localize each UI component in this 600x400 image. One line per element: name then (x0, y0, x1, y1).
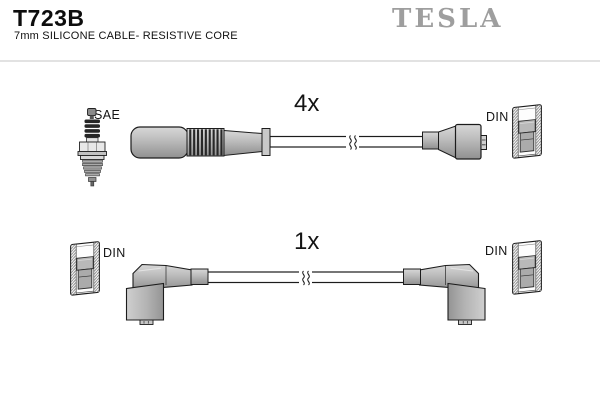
din-terminal-label-top-right: DIN (486, 110, 509, 124)
header-divider (0, 60, 600, 62)
plug-boot-connector-icon (130, 126, 271, 159)
din-connector-cutaway-icon (512, 104, 542, 159)
tesla-logo: TESLA (392, 4, 504, 34)
sae-terminal-label: SAE (94, 108, 121, 122)
din-terminal-label-bottom-left: DIN (103, 246, 126, 260)
cable-line-4x (269, 134, 426, 150)
cable-line-1x (206, 269, 405, 286)
bottom-cable-quantity: 1x (294, 228, 320, 255)
page-title: T723B (13, 5, 85, 31)
cable-break-icon (299, 269, 312, 286)
din-terminal-label-bottom-right: DIN (485, 244, 508, 258)
spark-plug-icon (77, 108, 107, 187)
din-connector-cutaway-icon (70, 241, 100, 296)
din-plug-connector-icon (422, 123, 487, 160)
cable-break-icon (346, 134, 359, 150)
product-description: 7mm SILICONE CABLE- RESISTIVE CORE (14, 30, 238, 42)
elbow-boot-connector-icon (402, 263, 486, 326)
top-cable-assembly (77, 104, 542, 187)
elbow-boot-connector-icon (125, 263, 209, 326)
bottom-cable-assembly (70, 240, 542, 326)
din-connector-cutaway-icon (512, 240, 542, 295)
top-cable-quantity: 4x (294, 90, 320, 117)
